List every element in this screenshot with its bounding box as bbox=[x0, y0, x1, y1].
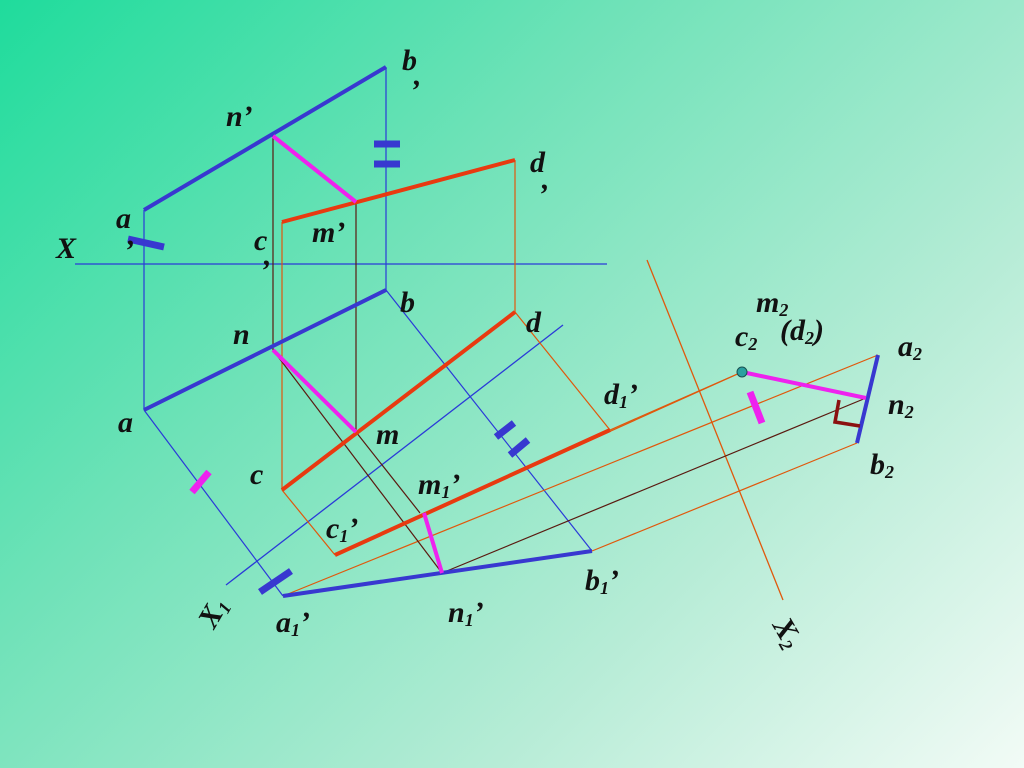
segment-a2-b2 bbox=[855, 354, 880, 444]
label-a-prime: a bbox=[116, 202, 131, 235]
perpendicular-m-prime-n-prime bbox=[271, 134, 358, 204]
label-n2: n2 bbox=[888, 388, 914, 422]
label-d1-prime: d1’ bbox=[604, 378, 638, 412]
point-c2 bbox=[736, 366, 748, 378]
label-d-prime: d bbox=[530, 146, 546, 179]
perpendicular-m-n bbox=[271, 348, 358, 434]
label-axis-x2: X2 bbox=[765, 611, 809, 654]
label-c-prime-mark: ’ bbox=[260, 254, 270, 287]
label-c2: c2 bbox=[735, 320, 757, 354]
label-a1-prime: a1’ bbox=[276, 606, 310, 640]
projection-links-blue bbox=[143, 67, 593, 597]
axis-x2-line bbox=[646, 259, 784, 601]
label-axis-x1: X1 bbox=[191, 592, 235, 635]
label-n-prime: n’ bbox=[226, 100, 253, 133]
projection-links-orange bbox=[281, 160, 879, 597]
label-b-prime-mark: ’ bbox=[410, 74, 420, 107]
segment-a-prime-b-prime bbox=[142, 65, 388, 212]
perpendicular-m2-n2 bbox=[741, 370, 867, 400]
label-a2: a2 bbox=[898, 330, 922, 364]
axis-x1-line bbox=[225, 324, 564, 586]
label-c-prime: c bbox=[254, 224, 267, 257]
label-axis-x: X bbox=[55, 232, 77, 265]
label-b1-prime: b1’ bbox=[585, 564, 619, 598]
label-c: c bbox=[250, 458, 263, 491]
label-b-prime: b bbox=[402, 44, 417, 77]
segment-c-prime-d-prime bbox=[281, 158, 516, 224]
label-m-prime: m’ bbox=[312, 216, 345, 249]
label-n1-prime: n1’ bbox=[448, 596, 484, 630]
label-n: n bbox=[233, 318, 250, 351]
segment-a-b bbox=[143, 288, 387, 412]
label-d: d bbox=[526, 306, 542, 339]
segment-a1-b1 bbox=[282, 549, 593, 598]
label-m: m bbox=[376, 418, 399, 451]
construction-lines-brown bbox=[272, 136, 867, 574]
right-angle-mark bbox=[832, 399, 861, 428]
segment-c-d bbox=[280, 310, 517, 492]
label-a-prime-mark: ’ bbox=[124, 234, 134, 267]
tick-marks-magenta bbox=[189, 390, 766, 495]
label-m1-prime: m1’ bbox=[418, 468, 460, 502]
label-d2: (d2) bbox=[780, 314, 824, 348]
perpendicular-m1-n1 bbox=[422, 512, 444, 574]
label-d-prime-mark: ’ bbox=[538, 178, 548, 211]
label-m2: m2 bbox=[756, 286, 788, 320]
label-c1-prime: c1’ bbox=[326, 512, 358, 546]
label-b: b bbox=[400, 286, 415, 319]
segment-c1-d1 bbox=[334, 428, 611, 557]
label-b2: b2 bbox=[870, 448, 894, 482]
tick-marks-blue bbox=[127, 140, 531, 595]
label-a: a bbox=[118, 406, 133, 439]
